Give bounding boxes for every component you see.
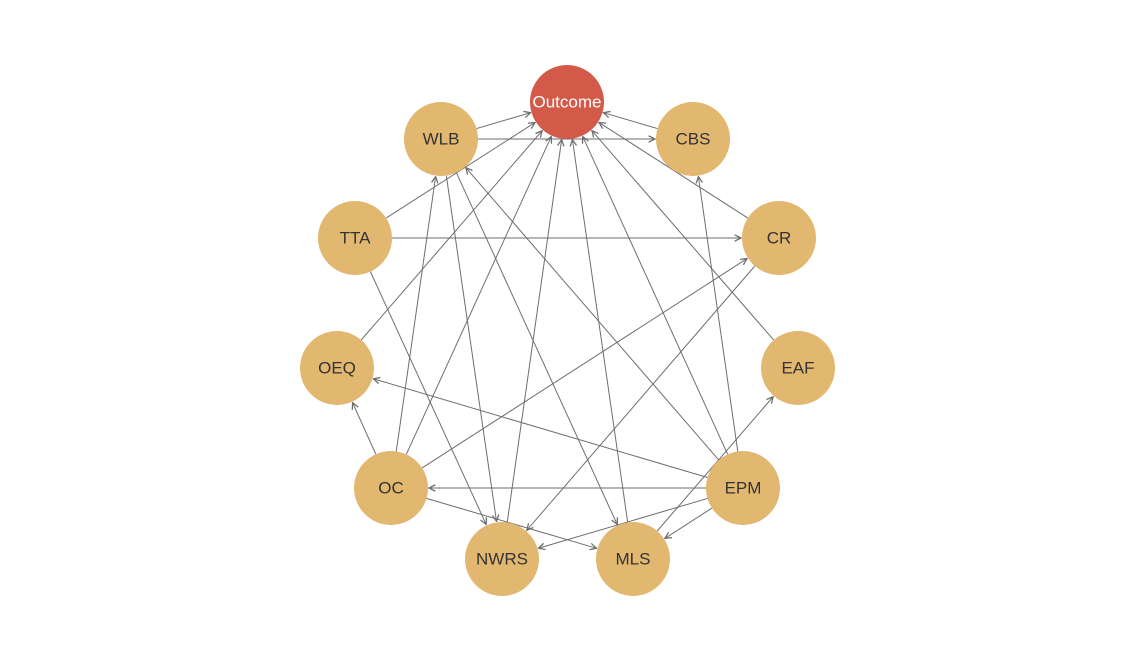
node-cr[interactable]: CR bbox=[742, 201, 816, 275]
edge-oc-to-outcome bbox=[405, 137, 551, 455]
node-circle[interactable] bbox=[318, 201, 392, 275]
edge-oc-to-wlb bbox=[395, 177, 435, 452]
edge-epm-to-mls bbox=[665, 507, 713, 538]
node-label: OC bbox=[378, 479, 404, 498]
edge-wlb-to-nwrs bbox=[445, 175, 496, 522]
node-circle[interactable] bbox=[596, 522, 670, 596]
edge-oeq-to-outcome bbox=[360, 131, 542, 341]
node-eaf[interactable]: EAF bbox=[761, 331, 835, 405]
edge-epm-to-oeq bbox=[373, 379, 708, 478]
edge-cr-to-nwrs bbox=[527, 265, 756, 530]
node-circle[interactable] bbox=[300, 331, 374, 405]
edge-oc-to-oeq bbox=[353, 403, 377, 455]
node-label: CBS bbox=[676, 130, 711, 149]
node-label: NWRS bbox=[476, 550, 528, 569]
node-label: MLS bbox=[616, 550, 651, 569]
node-circle[interactable] bbox=[404, 102, 478, 176]
edges-layer bbox=[353, 113, 775, 549]
node-circle[interactable] bbox=[354, 451, 428, 525]
node-label: OEQ bbox=[318, 359, 356, 378]
node-label: EAF bbox=[781, 359, 814, 378]
edge-wlb-to-outcome bbox=[476, 113, 531, 130]
edge-oc-to-cr bbox=[421, 259, 747, 469]
node-epm[interactable]: EPM bbox=[706, 451, 780, 525]
node-outcome[interactable]: Outcome bbox=[530, 65, 604, 139]
node-circle[interactable] bbox=[706, 451, 780, 525]
node-nwrs[interactable]: NWRS bbox=[465, 522, 539, 596]
node-circle[interactable] bbox=[761, 331, 835, 405]
node-tta[interactable]: TTA bbox=[318, 201, 392, 275]
node-mls[interactable]: MLS bbox=[596, 522, 670, 596]
edge-epm-to-outcome bbox=[583, 137, 729, 455]
edge-epm-to-cbs bbox=[698, 177, 739, 452]
node-label: WLB bbox=[423, 130, 460, 149]
node-cbs[interactable]: CBS bbox=[656, 102, 730, 176]
node-label: EPM bbox=[725, 479, 762, 498]
node-wlb[interactable]: WLB bbox=[404, 102, 478, 176]
edge-cbs-to-outcome bbox=[603, 113, 658, 130]
node-circle[interactable] bbox=[742, 201, 816, 275]
node-label: TTA bbox=[340, 229, 372, 248]
node-label: CR bbox=[767, 229, 792, 248]
edge-epm-to-wlb bbox=[466, 168, 720, 461]
node-circle[interactable] bbox=[465, 522, 539, 596]
node-label: Outcome bbox=[533, 93, 602, 112]
edge-tta-to-nwrs bbox=[369, 271, 486, 525]
edge-mls-to-outcome bbox=[572, 140, 629, 523]
edge-epm-to-nwrs bbox=[538, 497, 708, 548]
node-circle[interactable] bbox=[530, 65, 604, 139]
edge-wlb-to-mls bbox=[455, 172, 617, 525]
node-oc[interactable]: OC bbox=[354, 451, 428, 525]
edge-eaf-to-outcome bbox=[592, 131, 775, 341]
node-circle[interactable] bbox=[656, 102, 730, 176]
node-oeq[interactable]: OEQ bbox=[300, 331, 374, 405]
edge-nwrs-to-outcome bbox=[506, 140, 561, 523]
